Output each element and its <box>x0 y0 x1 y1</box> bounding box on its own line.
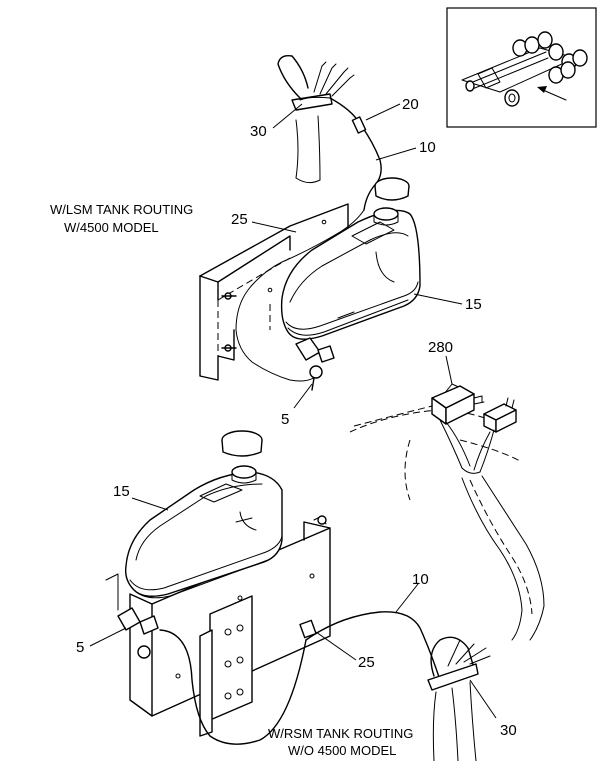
lower-reservoir-tank <box>105 430 283 659</box>
callout-upper-30: 30 <box>250 123 267 140</box>
lower-hose-bundle <box>427 636 491 761</box>
callout-lower-25: 25 <box>358 654 375 671</box>
callout-upper-10: 10 <box>419 139 436 156</box>
lower-leader-lines <box>89 497 497 719</box>
truck-chassis-icon <box>461 31 588 107</box>
callout-lower-15: 15 <box>113 483 130 500</box>
upper-leader-lines <box>251 103 463 409</box>
callout-relay-280: 280 <box>428 339 453 356</box>
rsm-title-line2: W/O 4500 MODEL <box>288 743 396 758</box>
callout-upper-5: 5 <box>281 411 289 428</box>
callout-upper-15: 15 <box>465 296 482 313</box>
upper-mounting-bracket <box>199 203 349 381</box>
upper-reservoir-tank <box>280 177 421 391</box>
relay-assembly <box>349 355 545 641</box>
callout-lower-10: 10 <box>412 571 429 588</box>
callout-upper-25: 25 <box>231 211 248 228</box>
location-arrow-icon <box>537 86 567 101</box>
rsm-title-line1: W/RSM TANK ROUTING <box>268 726 413 741</box>
locator-inset <box>446 7 597 128</box>
callout-upper-20: 20 <box>402 96 419 113</box>
lower-wire-harness <box>159 611 441 745</box>
lsm-title-line1: W/LSM TANK ROUTING <box>50 202 193 217</box>
lsm-assembly <box>199 54 463 409</box>
callout-lower-5: 5 <box>76 639 84 656</box>
rsm-assembly <box>89 430 497 761</box>
upper-hose-bundle <box>277 54 355 184</box>
lsm-title-line2: W/4500 MODEL <box>64 220 159 235</box>
callout-lower-30: 30 <box>500 722 517 739</box>
